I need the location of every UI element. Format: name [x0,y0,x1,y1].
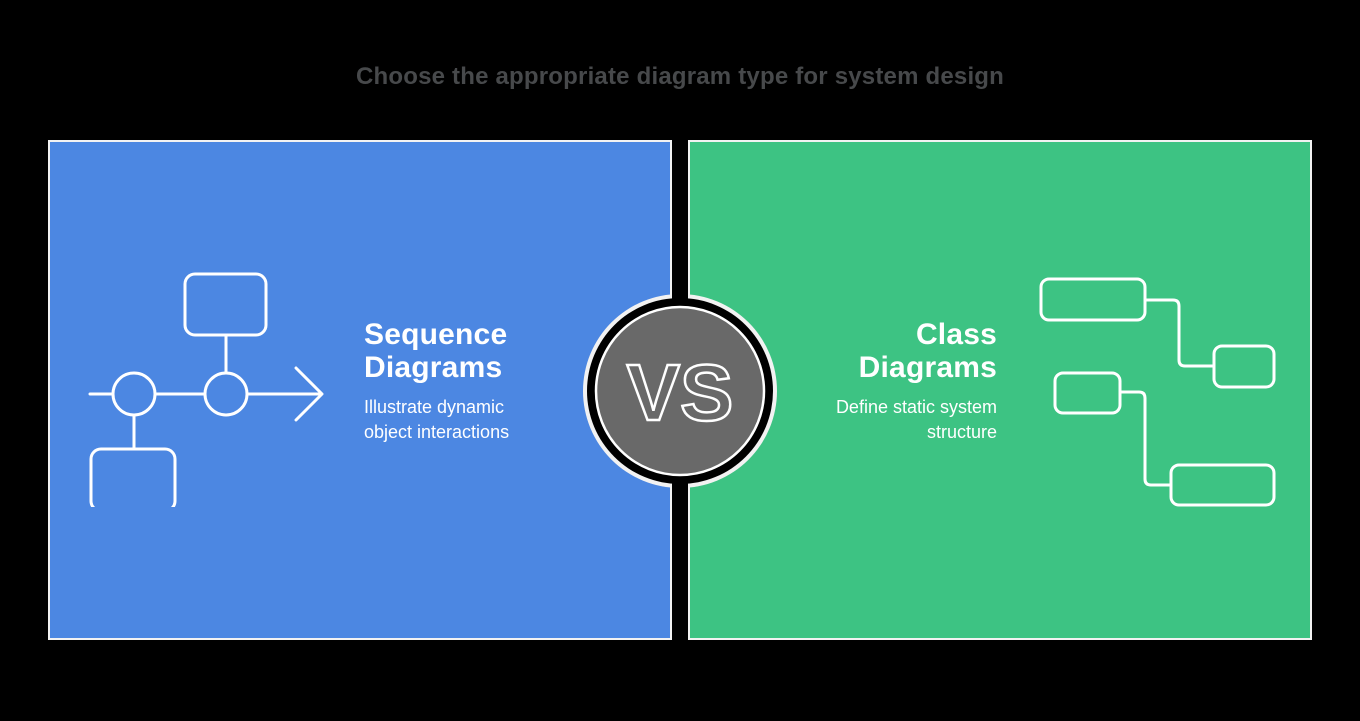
description-line: Illustrate dynamic [364,397,505,417]
option-description: Define static system structure [836,395,997,445]
class-diagram-icon [1039,277,1276,507]
page-title: Choose the appropriate diagram type for … [355,63,1005,90]
option-heading: Class Diagrams [859,318,997,384]
option-heading: Sequence Diagrams [364,318,507,384]
vs-circle-icon: VS [583,281,777,501]
option-description: Illustrate dynamic object interactions [364,395,509,445]
description-line: Define static system [835,397,997,417]
heading-line: Class [915,318,997,351]
heading-line: Diagrams [858,351,997,384]
vs-label: VS [627,348,734,437]
heading-line: Diagrams [364,351,503,384]
option-class-diagrams[interactable]: Class Diagrams Define static system stru… [688,140,1312,640]
sequence-diagram-icon [88,272,324,507]
vs-badge: VS [570,281,790,501]
description-line: structure [926,422,997,442]
description-line: object interactions [364,422,510,442]
heading-line: Sequence [364,318,508,351]
option-sequence-diagrams[interactable]: Sequence Diagrams Illustrate dynamic obj… [48,140,672,640]
